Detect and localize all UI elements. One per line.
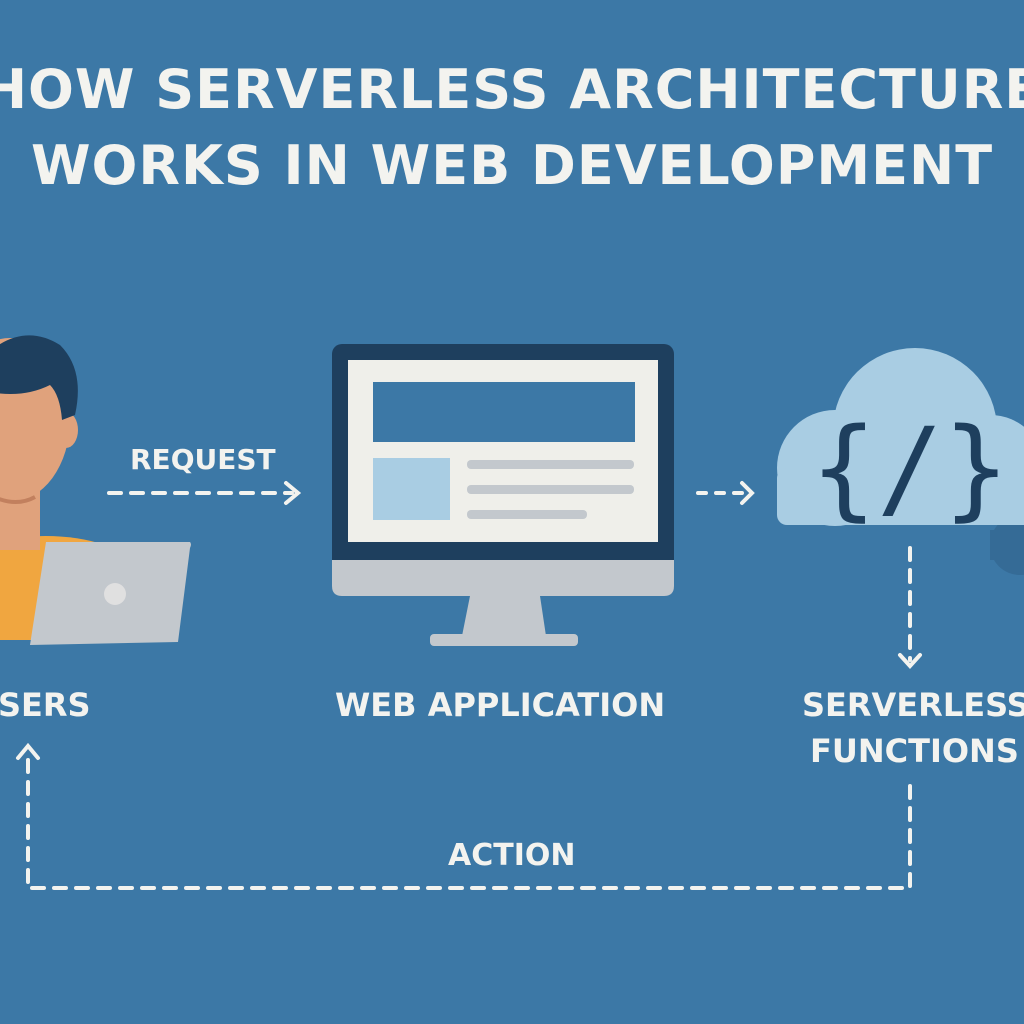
serverless-functions-label-line-2: FUNCTIONS <box>810 732 1019 770</box>
web-application-label: WEB APPLICATION <box>335 686 666 724</box>
monitor-illustration <box>332 344 674 646</box>
user-illustration <box>0 335 191 645</box>
forward-arrow <box>696 481 755 505</box>
users-label: USERS <box>0 686 91 724</box>
request-label: REQUEST <box>130 443 276 476</box>
cloud-icon <box>777 348 1024 526</box>
down-arrow <box>898 546 922 669</box>
title-line-1: HOW SERVERLESS ARCHITECTURE <box>0 58 1024 121</box>
code-icon: {/} <box>811 404 1010 532</box>
gear-icon <box>990 515 1024 575</box>
serverless-functions-label-line-1: SERVERLESS <box>802 686 1024 724</box>
action-loop-arrow <box>16 742 912 890</box>
action-label: ACTION <box>448 838 576 873</box>
title-line-2: WORKS IN WEB DEVELOPMENT <box>30 134 994 197</box>
request-arrow <box>107 481 302 505</box>
